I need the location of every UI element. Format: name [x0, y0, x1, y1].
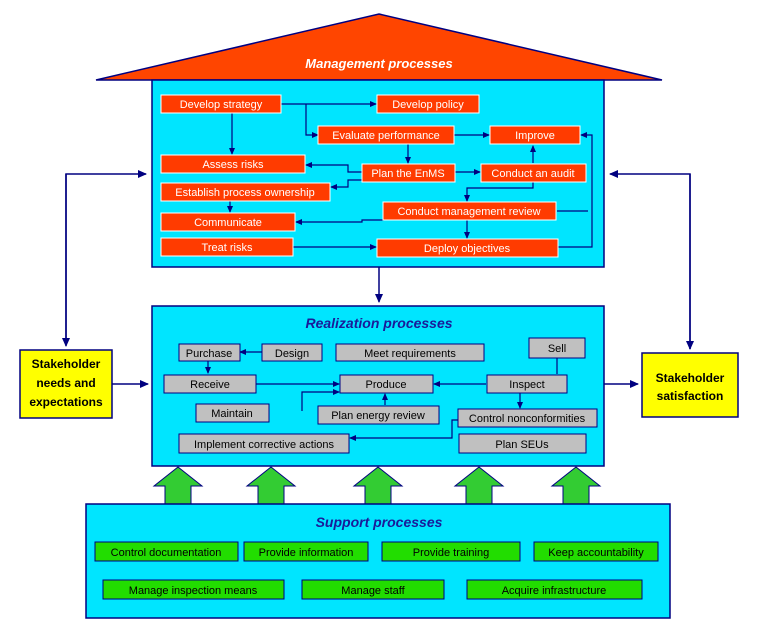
green-up-arrow-2 [245, 466, 297, 505]
produce-box[interactable] [339, 374, 434, 394]
communicate-label: Communicate [194, 217, 262, 229]
develop-policy-box[interactable] [376, 94, 480, 114]
plan-energy-review-label: Plan energy review [331, 410, 425, 422]
stakeholder-satisfaction-box [641, 352, 739, 418]
plan-enms-label: Plan the EnMS [371, 168, 444, 180]
improve-label: Improve [515, 130, 555, 142]
manage-inspection-label: Manage inspection means [129, 585, 258, 597]
realization-connectors [205, 349, 558, 441]
green-up-arrow-1 [152, 466, 204, 505]
acquire-infrastructure-box[interactable] [466, 579, 643, 600]
maintain-label: Maintain [211, 408, 253, 420]
assess-risks-label: Assess risks [202, 159, 264, 171]
provide-information-label: Provide information [259, 547, 354, 559]
keep-accountability-box[interactable] [533, 541, 659, 562]
stakeholder-needs-line-3: expectations [29, 395, 103, 409]
green-up-arrow-4 [453, 466, 505, 505]
produce-label: Produce [366, 379, 407, 391]
management-boxes: Develop strategy Develop policy Evaluate… [160, 94, 587, 258]
stakeholder-needs-line-1: Stakeholder [32, 357, 101, 371]
support-up-arrows [152, 466, 602, 505]
establish-ownership-label: Establish process ownership [175, 187, 314, 199]
develop-strategy-box[interactable] [160, 94, 282, 114]
receive-box[interactable] [163, 374, 257, 394]
meet-requirements-box[interactable] [335, 343, 485, 362]
meet-requirements-label: Meet requirements [364, 348, 456, 360]
sell-box[interactable] [528, 337, 586, 359]
receive-label: Receive [190, 379, 230, 391]
design-box[interactable] [261, 343, 323, 362]
plan-seus-label: Plan SEUs [495, 439, 549, 451]
deploy-objectives-label: Deploy objectives [424, 243, 511, 255]
develop-policy-label: Develop policy [392, 99, 464, 111]
plan-energy-review-box[interactable] [317, 405, 440, 425]
manage-staff-label: Manage staff [341, 585, 405, 597]
treat-risks-box[interactable] [160, 237, 294, 257]
management-connectors [227, 101, 593, 250]
provide-training-box[interactable] [381, 541, 521, 562]
control-nonconformities-box[interactable] [457, 408, 598, 428]
conduct-review-box[interactable] [382, 201, 557, 221]
stakeholder-satisfaction-line-2: satisfaction [657, 389, 724, 403]
manage-inspection-box[interactable] [102, 579, 285, 600]
realization-title: Realization processes [305, 315, 452, 331]
support-title: Support processes [316, 514, 443, 530]
treat-risks-label: Treat risks [202, 242, 253, 254]
develop-strategy-label: Develop strategy [180, 99, 263, 111]
maintain-box[interactable] [195, 403, 270, 423]
purchase-label: Purchase [186, 348, 232, 360]
improve-box[interactable] [489, 125, 581, 145]
stakeholder-satisfaction-line-1: Stakeholder [656, 371, 725, 385]
stakeholder-needs-box [19, 349, 113, 419]
inspect-label: Inspect [509, 379, 544, 391]
establish-ownership-box[interactable] [160, 182, 331, 202]
implement-corrective-box[interactable] [178, 433, 350, 454]
plan-seus-box[interactable] [458, 433, 587, 454]
purchase-box[interactable] [178, 343, 241, 362]
plan-enms-box[interactable] [361, 163, 456, 183]
stakeholder-needs-line-2: needs and [36, 376, 95, 390]
provide-information-box[interactable] [243, 541, 369, 562]
implement-corrective-label: Implement corrective actions [194, 439, 334, 451]
evaluate-performance-label: Evaluate performance [332, 130, 440, 142]
control-documentation-box[interactable] [94, 541, 239, 562]
acquire-infrastructure-label: Acquire infrastructure [502, 585, 607, 597]
communicate-box[interactable] [160, 212, 296, 232]
control-documentation-label: Control documentation [111, 547, 222, 559]
stakeholder-arrows [62, 170, 694, 388]
design-label: Design [275, 348, 309, 360]
deploy-objectives-box[interactable] [376, 238, 559, 258]
sell-label: Sell [548, 343, 566, 355]
provide-training-label: Provide training [413, 547, 489, 559]
support-boxes: Control documentation Provide informatio… [94, 541, 659, 600]
inspect-box[interactable] [486, 374, 568, 394]
conduct-review-label: Conduct management review [397, 206, 540, 218]
manage-staff-box[interactable] [301, 579, 445, 600]
conduct-audit-label: Conduct an audit [491, 168, 574, 180]
control-nonconformities-label: Control nonconformities [469, 413, 586, 425]
realization-boxes: Purchase Design Meet requirements Sell R… [163, 337, 598, 454]
management-title: Management processes [305, 56, 452, 71]
green-up-arrow-3 [352, 466, 404, 505]
keep-accountability-label: Keep accountability [548, 547, 644, 559]
assess-risks-box[interactable] [160, 154, 306, 174]
evaluate-performance-box[interactable] [317, 125, 455, 145]
conduct-audit-box[interactable] [480, 163, 587, 183]
green-up-arrow-5 [550, 466, 602, 505]
